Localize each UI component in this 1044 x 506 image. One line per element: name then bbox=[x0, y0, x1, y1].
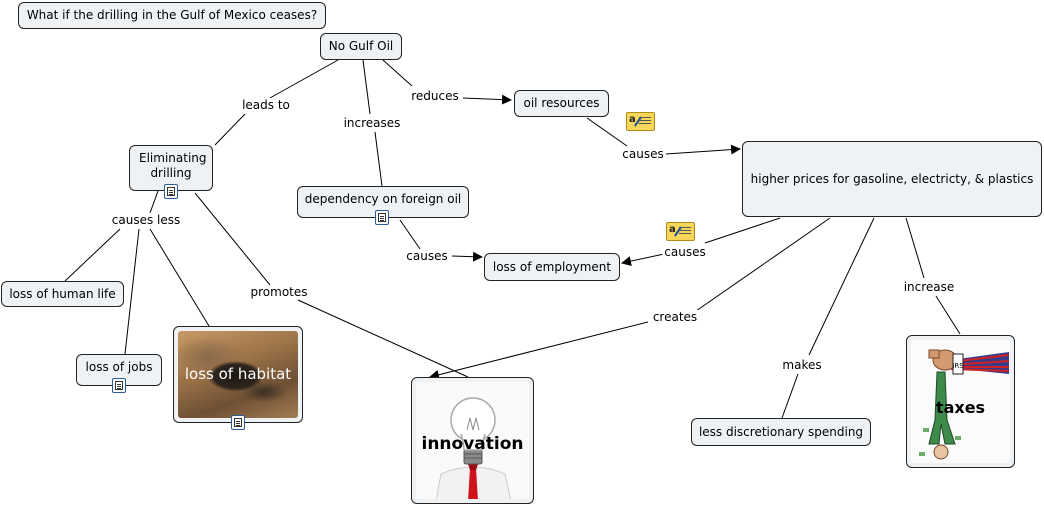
innovation-caption: innovation bbox=[421, 434, 524, 454]
irs-mark: IRS bbox=[952, 362, 964, 370]
link-line bbox=[149, 228, 210, 327]
link-line bbox=[214, 113, 246, 146]
link-line bbox=[374, 131, 383, 187]
link-line bbox=[586, 117, 628, 147]
link-label-reduces: reduces bbox=[409, 89, 461, 103]
concept-higher-prices[interactable]: higher prices for gasoline, electricty, … bbox=[742, 141, 1042, 217]
link-label-increase: increase bbox=[901, 280, 957, 294]
link-line bbox=[382, 59, 413, 87]
document-icon[interactable] bbox=[164, 184, 178, 199]
link-line bbox=[665, 144, 741, 155]
link-label-creates: creates bbox=[650, 310, 700, 324]
link-line bbox=[935, 295, 961, 335]
link-line bbox=[621, 253, 665, 267]
link-label-promotes: promotes bbox=[248, 285, 310, 299]
note-lines-glyph bbox=[639, 117, 651, 118]
concept-loss-of-employment[interactable]: loss of employment bbox=[484, 253, 620, 281]
document-icon[interactable] bbox=[375, 210, 389, 225]
link-line bbox=[451, 251, 483, 262]
link-line bbox=[362, 59, 371, 115]
link-line bbox=[808, 217, 875, 356]
taxes-caption: taxes bbox=[935, 398, 986, 417]
link-line bbox=[704, 217, 781, 244]
link-line bbox=[429, 321, 649, 380]
link-label-causes: causes bbox=[404, 249, 450, 263]
link-line bbox=[462, 94, 512, 105]
concept-oil-resources[interactable]: oil resources bbox=[514, 90, 609, 117]
link-line bbox=[64, 228, 121, 282]
link-label-makes: makes bbox=[780, 358, 824, 372]
link-label-causes: causes bbox=[662, 245, 708, 259]
link-line bbox=[149, 190, 159, 214]
document-icon[interactable] bbox=[231, 415, 245, 430]
light-bulb-icon bbox=[435, 397, 512, 499]
link-label-increases: increases bbox=[341, 116, 403, 130]
note-letter-glyph: a bbox=[669, 224, 676, 235]
concept-label: loss of jobs bbox=[85, 360, 153, 374]
oiled-bird-image: loss of habitat bbox=[178, 331, 298, 418]
concept-eliminating-drilling[interactable]: Eliminating drilling bbox=[129, 145, 213, 191]
link-label-causes: causes bbox=[620, 147, 666, 161]
link-line bbox=[124, 228, 140, 355]
note-icon[interactable]: a bbox=[666, 222, 695, 241]
link-line bbox=[399, 219, 421, 250]
concept-loss-of-habitat[interactable]: loss of habitat bbox=[173, 326, 303, 423]
light-bulb-person-image: innovation bbox=[416, 382, 529, 499]
link-label-causes-less: causes less bbox=[109, 213, 183, 227]
link-line bbox=[695, 217, 831, 312]
link-line bbox=[297, 299, 469, 378]
note-letter-glyph: a bbox=[629, 114, 636, 125]
concept-question[interactable]: What if the drilling in the Gulf of Mexi… bbox=[18, 2, 326, 29]
habitat-caption: loss of habitat bbox=[184, 365, 292, 383]
link-line bbox=[781, 373, 799, 419]
link-label-leads-to: leads to bbox=[240, 98, 292, 112]
concept-innovation[interactable]: innovation bbox=[411, 377, 534, 504]
tax-cartoon-icon: IRS bbox=[919, 349, 1010, 460]
concept-less-discretionary-spending[interactable]: less discretionary spending bbox=[691, 418, 871, 446]
link-line bbox=[269, 59, 339, 99]
note-lines-glyph bbox=[679, 227, 691, 228]
concept-no-gulf-oil[interactable]: No Gulf Oil bbox=[320, 33, 402, 60]
document-icon[interactable] bbox=[112, 378, 126, 393]
concept-loss-of-human-life[interactable]: loss of human life bbox=[1, 281, 124, 307]
link-line bbox=[905, 217, 925, 279]
link-line bbox=[194, 192, 271, 286]
concept-label: dependency on foreign oil bbox=[304, 192, 462, 206]
note-icon[interactable]: a bbox=[626, 112, 655, 131]
concept-label: Eliminating drilling bbox=[139, 151, 207, 180]
tax-cartoon-image: IRS taxes bbox=[911, 340, 1010, 463]
concept-taxes[interactable]: IRS taxes bbox=[906, 335, 1015, 468]
